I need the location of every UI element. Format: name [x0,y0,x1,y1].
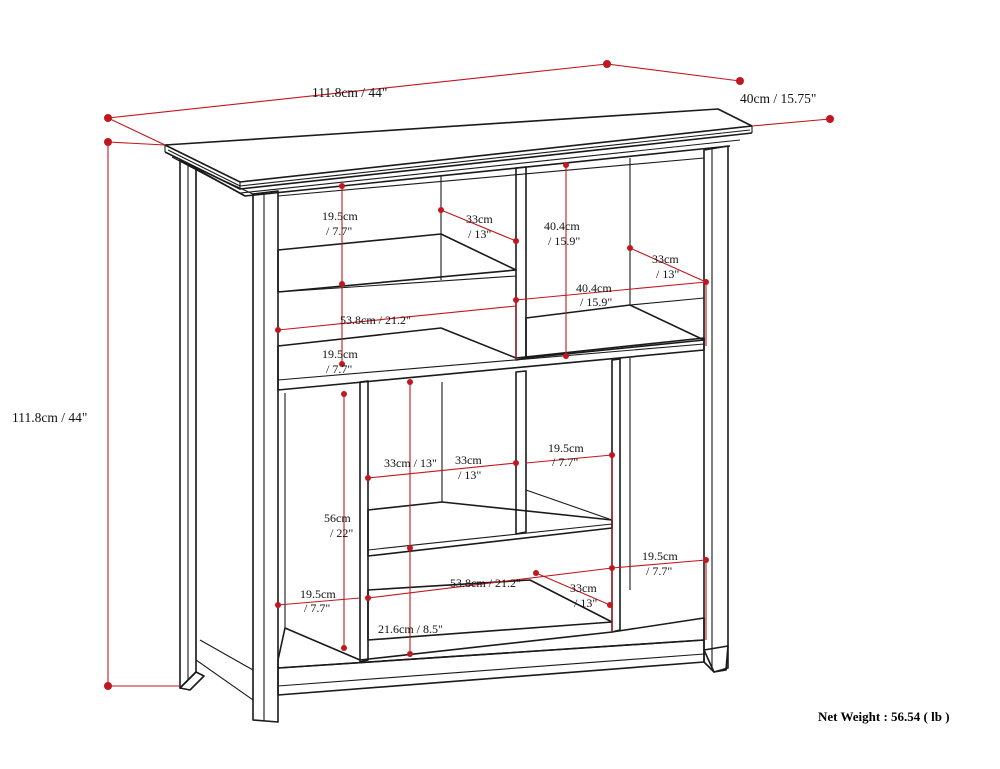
upper-left-depth-cm: 33cm [466,212,493,226]
upper-left-shelf-height-cm: 19.5cm [322,209,358,223]
lower-right-width-cm: 19.5cm [642,549,678,563]
overall-height-label: 111.8cm / 44" [12,410,87,425]
overall-width-label: 111.8cm / 44" [312,85,387,100]
upper-right-height-in: / 15.9" [548,234,580,248]
lower-left-width-cm: 19.5cm [300,587,336,601]
upper-left-width-label: 53.8cm / 21.2" [340,313,411,327]
net-weight-label: Net Weight : 56.54 ( lb ) [818,709,950,724]
lower-bottom-height-label: 21.6cm / 8.5" [378,622,443,636]
lower-middle-width-label: 53.8cm / 21.2" [450,576,521,590]
dimension-lines [104,60,834,690]
upper-right-depth-in: / 13" [656,267,679,281]
upper-left-depth-in: / 13" [468,227,491,241]
lower-tall-height-cm: 56cm [324,511,351,525]
overall-depth-label: 40cm / 15.75" [740,91,816,106]
upper-left-shelf-height-in: / 7.7" [326,224,352,238]
upper-right-height-cm: 40.4cm [544,219,580,233]
upper-right-width-in: / 15.9" [580,295,612,309]
lower-middle-depth-cm: 33cm [455,453,482,467]
lower-middle-depth-left-label: 33cm / 13" [384,456,437,470]
lower-middle-depth-in: / 13" [458,468,481,482]
lower-left-width-in: / 7.7" [304,601,330,615]
lower-tall-height-in: / 22" [330,526,353,540]
upper-right-width-cm: 40.4cm [576,281,612,295]
lower-right-width-in: / 7.7" [646,564,672,578]
lower-middle-right-width-in: / 7.7" [552,455,578,469]
lower-middle-right-width-cm: 19.5cm [548,441,584,455]
upper-left-lower-height-in: / 7.7" [326,362,352,376]
lower-right-depth-cm: 33cm [570,581,597,595]
dimension-labels: 111.8cm / 44" 40cm / 15.75" 111.8cm / 44… [12,85,816,636]
lower-right-depth-in: / 13" [574,596,597,610]
bookcase-outline [164,108,753,723]
upper-right-depth-cm: 33cm [652,252,679,266]
upper-left-lower-height-cm: 19.5cm [322,347,358,361]
